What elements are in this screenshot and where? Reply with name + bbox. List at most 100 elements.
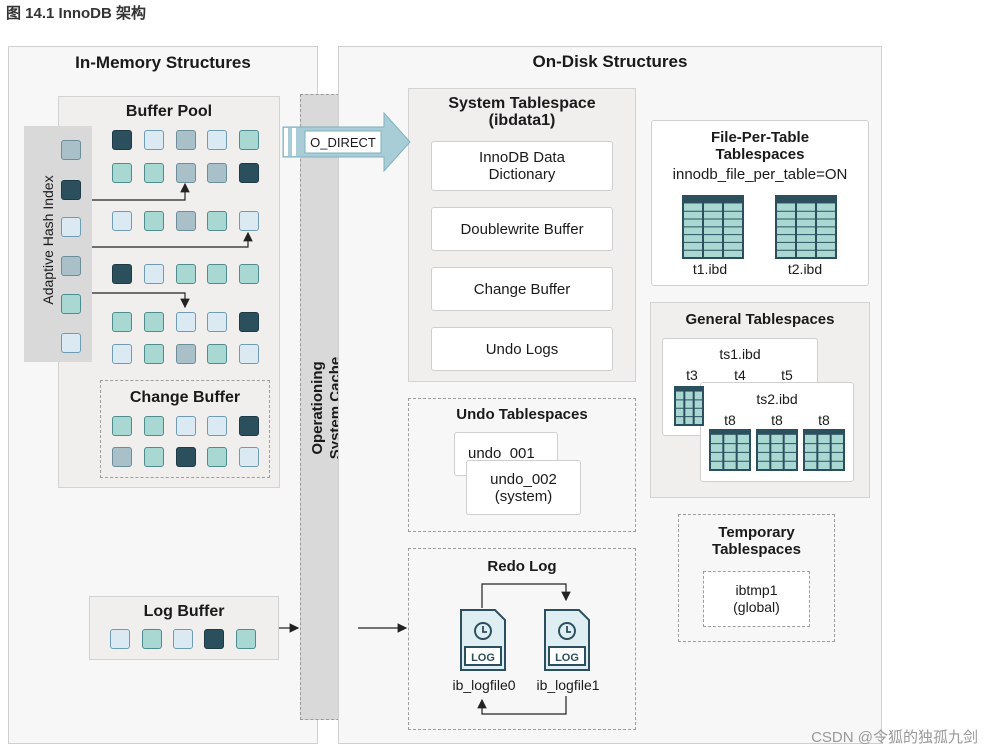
ts1-label: ts1.ibd — [719, 346, 761, 362]
buffer-page-cell — [207, 447, 227, 467]
t1-ibd-label: t1.ibd — [692, 261, 728, 277]
in-memory-title: In-Memory Structures — [75, 53, 251, 72]
buffer-page-cell — [112, 312, 132, 332]
temporary-tablespaces-title: Temporary Tablespaces — [678, 524, 835, 558]
buffer-page-cell — [239, 130, 259, 150]
undo-001-label: undo_001 — [468, 445, 535, 462]
log-buffer-box — [89, 596, 279, 660]
buffer-page-cell — [207, 163, 227, 183]
log-buffer-cell — [173, 629, 193, 649]
buffer-page-cell — [144, 447, 164, 467]
buffer-page-cell — [207, 344, 227, 364]
undo-tablespaces-title: Undo Tablespaces — [456, 406, 588, 423]
buffer-page-cell — [176, 130, 196, 150]
data-dictionary-box: InnoDB Data Dictionary — [431, 141, 613, 191]
file-per-table-title: File-Per-Table Tablespaces — [651, 129, 869, 163]
adaptive-hash-index-label: Adaptive Hash Index — [40, 175, 56, 305]
redo-log-box — [408, 548, 636, 730]
buffer-page-cell — [239, 344, 259, 364]
watermark: CSDN @令狐的独孤九剑 — [811, 729, 978, 746]
file-per-table-line2: Tablespaces — [715, 146, 805, 163]
ts2-table-1: t8 — [724, 412, 736, 428]
buffer-page-cell — [176, 344, 196, 364]
buffer-page-cell — [176, 264, 196, 284]
data-dictionary-line1: InnoDB Data — [479, 149, 565, 166]
doublewrite-buffer-box: Doublewrite Buffer — [431, 207, 613, 251]
log-buffer-cell — [204, 629, 224, 649]
ib-logfile1-label: ib_logfile1 — [536, 677, 600, 693]
ts1-table-t3: t3 — [686, 367, 698, 383]
hash-index-cell — [61, 294, 81, 314]
buffer-page-cell — [176, 447, 196, 467]
change-buffer-disk-box: Change Buffer — [431, 267, 613, 311]
buffer-page-cell — [144, 344, 164, 364]
buffer-page-cell — [144, 416, 164, 436]
buffer-page-cell — [207, 264, 227, 284]
log-buffer-cell — [142, 629, 162, 649]
file-per-table-line1: File-Per-Table — [710, 129, 810, 146]
buffer-page-cell — [112, 344, 132, 364]
adaptive-hash-index-box — [24, 126, 92, 362]
buffer-page-cell — [239, 211, 259, 231]
buffer-page-cell — [144, 211, 164, 231]
buffer-page-cell — [112, 264, 132, 284]
buffer-page-cell — [239, 163, 259, 183]
undo-002-box: undo_002 (system) — [466, 460, 581, 515]
buffer-page-cell — [176, 312, 196, 332]
log-buffer-title: Log Buffer — [143, 603, 225, 620]
ib-logfile0-label: ib_logfile0 — [452, 677, 516, 693]
buffer-pool-title: Buffer Pool — [125, 103, 213, 120]
buffer-page-cell — [239, 264, 259, 284]
buffer-page-cell — [239, 416, 259, 436]
file-per-table-setting: innodb_file_per_table=ON — [672, 166, 848, 183]
system-tablespace-line1: System Tablespace — [448, 95, 596, 112]
data-dictionary-line2: Dictionary — [488, 166, 556, 183]
adaptive-hash-index-label-wrap: Adaptive Hash Index — [0, 175, 118, 304]
system-tablespace-line2: (ibdata1) — [488, 112, 556, 129]
buffer-page-cell — [207, 130, 227, 150]
buffer-page-cell — [144, 312, 164, 332]
buffer-page-cell — [207, 211, 227, 231]
ibtmp1-box: ibtmp1 (global) — [703, 571, 810, 627]
log-buffer-cell — [236, 629, 256, 649]
undo-002-line2: (system) — [494, 488, 553, 505]
ts1-table-t5: t5 — [781, 367, 793, 383]
ts2-table-3: t8 — [818, 412, 830, 428]
on-disk-title: On-Disk Structures — [532, 52, 688, 71]
ts2-table-2: t8 — [771, 412, 783, 428]
ibtmp1-line1: ibtmp1 — [735, 582, 778, 598]
ts1-table-t4: t4 — [734, 367, 746, 383]
temporary-tablespaces-box — [678, 514, 835, 642]
figure-title: 图 14.1 InnoDB 架构 — [6, 5, 147, 22]
buffer-page-cell — [112, 211, 132, 231]
change-buffer-memory-box — [100, 380, 270, 478]
buffer-page-cell — [176, 416, 196, 436]
buffer-page-cell — [112, 130, 132, 150]
buffer-page-cell — [239, 447, 259, 467]
system-tablespace-title: System Tablespace (ibdata1) — [408, 95, 636, 129]
hash-index-cell — [61, 180, 81, 200]
hash-index-cell — [61, 333, 81, 353]
hash-index-cell — [61, 140, 81, 160]
buffer-page-cell — [239, 312, 259, 332]
buffer-page-cell — [144, 130, 164, 150]
buffer-page-cell — [176, 163, 196, 183]
buffer-page-cell — [207, 312, 227, 332]
buffer-page-cell — [207, 416, 227, 436]
ibtmp1-line2: (global) — [733, 599, 780, 615]
temporary-line1: Temporary — [718, 524, 795, 541]
buffer-page-cell — [112, 163, 132, 183]
buffer-page-cell — [144, 264, 164, 284]
redo-log-title: Redo Log — [487, 558, 557, 575]
buffer-page-cell — [176, 211, 196, 231]
general-tablespaces-title: General Tablespaces — [685, 311, 835, 328]
undo-logs-box: Undo Logs — [431, 327, 613, 371]
t2-ibd-label: t2.ibd — [787, 261, 823, 277]
undo-002-line1: undo_002 — [490, 471, 557, 488]
change-buffer-memory-title: Change Buffer — [129, 389, 241, 406]
temporary-line2: Tablespaces — [712, 541, 801, 558]
log-buffer-cell — [110, 629, 130, 649]
buffer-page-cell — [112, 416, 132, 436]
os-cache-line1: Operationing — [309, 361, 326, 455]
hash-index-cell — [61, 256, 81, 276]
